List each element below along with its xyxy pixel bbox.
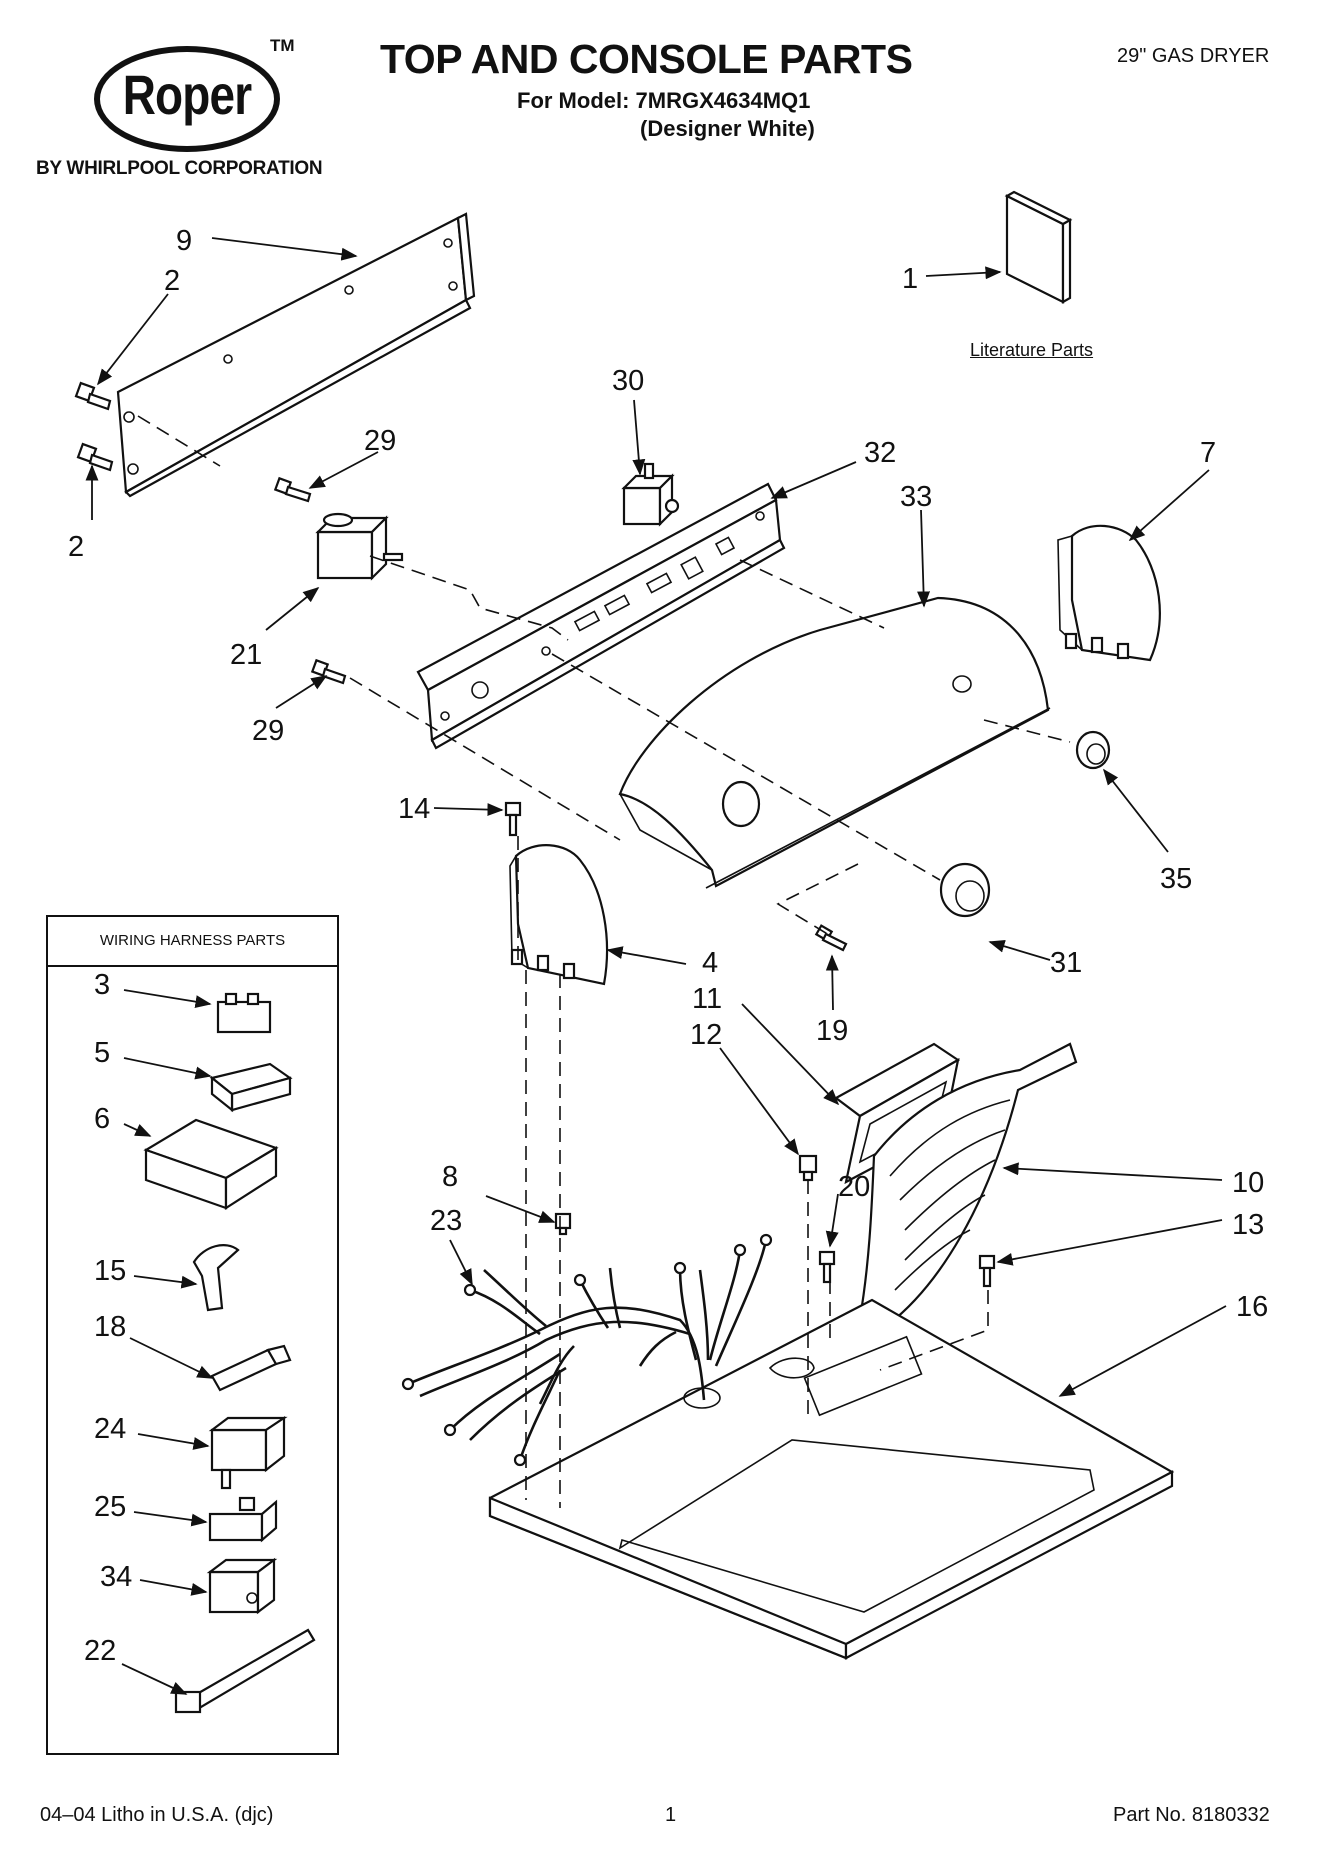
page-title: TOP AND CONSOLE PARTS — [380, 36, 913, 82]
callout-35: 35 — [1160, 863, 1192, 895]
callout-6: 6 — [94, 1103, 110, 1135]
connector-34 — [206, 1557, 278, 1615]
callout-1: 1 — [902, 263, 918, 295]
lint-screen — [858, 1042, 1078, 1334]
literature-booklet — [1004, 190, 1073, 304]
callout-8: 8 — [442, 1161, 458, 1193]
wiring-harness-panel — [46, 915, 339, 1755]
knob-31 — [939, 862, 991, 918]
connector-24 — [208, 1415, 288, 1490]
callout-labels: 9 2 2 1 30 29 21 29 32 33 7 35 31 14 4 1… — [68, 225, 1268, 1667]
callout-10: 10 — [1232, 1167, 1264, 1199]
control-console — [618, 596, 1051, 889]
callout-4: 4 — [702, 947, 718, 979]
timer — [315, 512, 404, 581]
wiring-harness-title: WIRING HARNESS PARTS — [46, 915, 339, 967]
model-number: For Model: 7MRGX4634MQ1 — [517, 88, 811, 113]
callout-30: 30 — [612, 365, 644, 397]
trademark-mark: TM — [270, 36, 295, 55]
callout-12: 12 — [690, 1019, 722, 1051]
roper-logo-ring — [94, 46, 280, 152]
callout-5: 5 — [94, 1037, 110, 1069]
console-end-cap-right — [1057, 524, 1161, 662]
assembly-lines — [137, 415, 1071, 1508]
callout-33: 33 — [900, 481, 932, 513]
grille-clip — [798, 1154, 818, 1182]
callout-23: 23 — [430, 1205, 462, 1237]
callout-13: 13 — [1232, 1209, 1264, 1241]
terminal-18 — [210, 1344, 292, 1392]
cable-tie-22 — [174, 1628, 316, 1714]
footer-print-info: 04–04 Litho in U.S.A. (djc) — [40, 1804, 274, 1826]
connector-3 — [216, 992, 272, 1034]
callout-24: 24 — [94, 1413, 126, 1445]
leader-lines — [85, 237, 1227, 1695]
callout-18: 18 — [94, 1311, 126, 1343]
footer-page-number: 1 — [665, 1804, 677, 1826]
roper-logo-wordmark: Roper — [122, 63, 252, 126]
push-to-start-switch — [621, 462, 680, 527]
footer-part-number: Part No. 8180332 — [1113, 1804, 1270, 1826]
product-type: 29" GAS DRYER — [1117, 45, 1270, 67]
callout-29-top: 29 — [364, 425, 396, 457]
callout-29-bottom: 29 — [252, 715, 284, 747]
console-end-cap-left — [509, 844, 609, 986]
knob-35 — [1075, 730, 1111, 770]
callout-20: 20 — [838, 1171, 870, 1203]
brand-subtitle: BY WHIRLPOOL CORPORATION — [36, 158, 323, 179]
callout-22: 22 — [84, 1635, 116, 1667]
screw-20 — [818, 1250, 836, 1284]
callout-32: 32 — [864, 437, 896, 469]
callout-9: 9 — [176, 225, 192, 257]
connector-5 — [209, 1062, 293, 1113]
screw-14 — [504, 801, 522, 837]
callout-14: 14 — [398, 793, 430, 825]
screw-2-upper — [74, 381, 112, 411]
connector-25 — [208, 1496, 278, 1543]
callout-21: 21 — [230, 639, 262, 671]
callout-15: 15 — [94, 1255, 126, 1287]
callout-7: 7 — [1200, 437, 1216, 469]
console-rear-panel — [116, 212, 476, 498]
callout-34: 34 — [100, 1561, 132, 1593]
screw-13 — [978, 1254, 996, 1288]
harness-clip — [554, 1212, 572, 1236]
control-panel-bracket — [416, 482, 786, 750]
callout-31: 31 — [1050, 947, 1082, 979]
wire-clip-15 — [192, 1244, 240, 1312]
literature-parts-label: Literature Parts — [970, 340, 1094, 360]
callout-2-bottom: 2 — [68, 531, 84, 563]
connector-6 — [143, 1118, 279, 1211]
screw-2-lower — [76, 442, 114, 472]
callout-3: 3 — [94, 969, 110, 1001]
callout-11: 11 — [692, 983, 722, 1015]
dryer-top-panel — [488, 1298, 1175, 1660]
screw-29-lower — [310, 658, 347, 685]
callout-16: 16 — [1236, 1291, 1268, 1323]
callout-19: 19 — [816, 1015, 848, 1047]
screw-29-upper — [273, 476, 312, 503]
callout-25: 25 — [94, 1491, 126, 1523]
model-variant: (Designer White) — [640, 116, 815, 141]
wire-harness — [401, 1233, 773, 1467]
callout-2-top: 2 — [164, 265, 180, 297]
